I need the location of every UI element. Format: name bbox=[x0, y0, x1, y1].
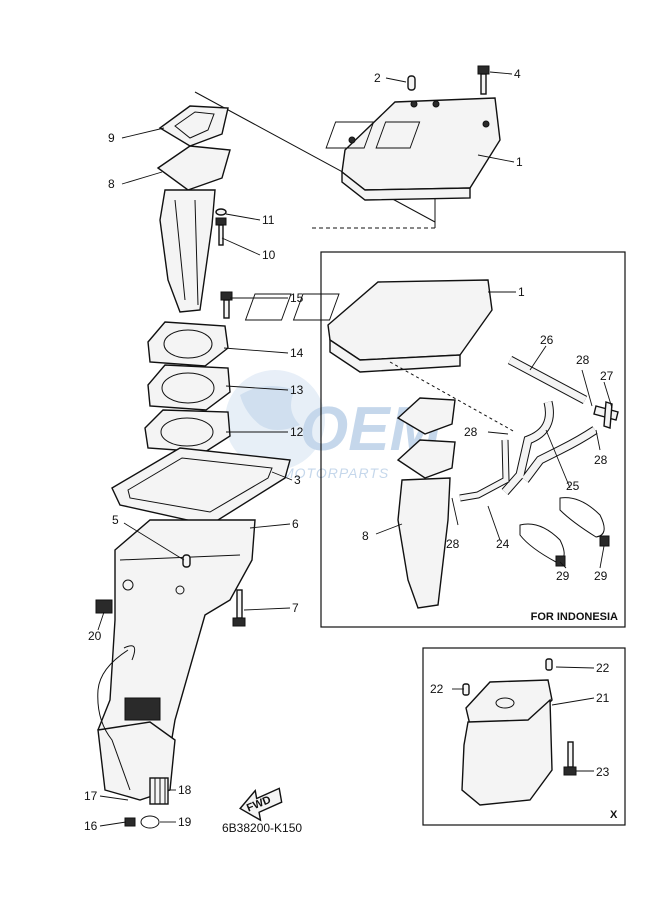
callout-15: 15 bbox=[290, 291, 304, 305]
inset-callout-29b: 29 bbox=[594, 569, 608, 583]
inset-callout-29a: 29 bbox=[556, 569, 570, 583]
leader-lines bbox=[97, 71, 613, 827]
switch-20 bbox=[95, 599, 113, 614]
callout-16: 16 bbox=[84, 819, 98, 833]
bolt-16 bbox=[124, 817, 136, 827]
inset-callout-8: 8 bbox=[362, 529, 369, 543]
inset-callout-27: 27 bbox=[600, 369, 614, 383]
inset-callout-1: 1 bbox=[518, 285, 525, 299]
callout-9: 9 bbox=[108, 131, 115, 145]
inset-callout-28d: 28 bbox=[446, 537, 460, 551]
callout-17: 17 bbox=[84, 789, 98, 803]
callout-12: 12 bbox=[290, 425, 304, 439]
callout-1: 1 bbox=[516, 155, 523, 169]
callout-5: 5 bbox=[112, 513, 119, 527]
upper-casing-top bbox=[325, 97, 501, 201]
inset-x-pin-22a bbox=[545, 658, 553, 671]
inset-callout-26: 26 bbox=[540, 333, 554, 347]
callout-3: 3 bbox=[294, 473, 301, 487]
part-code: 6B38200-K150 bbox=[222, 821, 302, 835]
inset-callout-28a: 28 bbox=[576, 353, 590, 367]
callout-20: 20 bbox=[88, 629, 102, 643]
inset-callout-28c: 28 bbox=[594, 453, 608, 467]
callout-labels: 2 4 1 9 8 11 10 15 14 13 12 3 5 6 7 20 1… bbox=[84, 67, 523, 833]
inset-x-caption: X bbox=[610, 809, 618, 821]
inset-x-pin-22b bbox=[462, 683, 470, 696]
inset-indonesia-caption: FOR INDONESIA bbox=[531, 611, 618, 623]
svg-text:MOTORPARTS: MOTORPARTS bbox=[282, 465, 389, 481]
bolt-7 bbox=[232, 589, 246, 627]
inset-hose-24 bbox=[459, 439, 510, 502]
inset-callout-24: 24 bbox=[496, 537, 510, 551]
grommet-18 bbox=[149, 777, 169, 805]
inset-callout-25: 25 bbox=[566, 479, 580, 493]
inset-exhaust-guide-8 bbox=[396, 397, 456, 609]
gasket-3 bbox=[111, 447, 291, 526]
bolt-part bbox=[477, 65, 490, 95]
inset-callout-28b: 28 bbox=[464, 425, 478, 439]
inset-indonesia: FOR INDONESIA bbox=[244, 251, 626, 628]
upper-casing-6 bbox=[97, 519, 256, 801]
inset-x-callout-22b: 22 bbox=[430, 682, 444, 696]
clip-19 bbox=[140, 815, 160, 829]
callout-4: 4 bbox=[514, 67, 521, 81]
inset-tee-27 bbox=[593, 401, 619, 429]
inset-clamps-29 bbox=[519, 497, 610, 567]
callout-8: 8 bbox=[108, 177, 115, 191]
washer-11 bbox=[215, 208, 227, 216]
callout-18: 18 bbox=[178, 783, 192, 797]
bolt-15 bbox=[220, 291, 233, 319]
exhaust-guide-8 bbox=[156, 145, 231, 313]
inset-x-callout-21: 21 bbox=[596, 691, 610, 705]
pin-5 bbox=[182, 554, 191, 568]
wire-harness bbox=[97, 645, 136, 791]
alignment-lines bbox=[194, 91, 436, 229]
callout-11: 11 bbox=[262, 213, 275, 227]
inset-hose-26 bbox=[507, 356, 588, 404]
inset-hose-25 bbox=[501, 400, 598, 495]
plate-13 bbox=[147, 364, 231, 411]
plate-12 bbox=[144, 409, 231, 453]
inset-casing-1 bbox=[244, 279, 493, 373]
inset-x: X bbox=[422, 647, 626, 826]
callout-10: 10 bbox=[262, 248, 276, 262]
pin-part bbox=[407, 75, 416, 91]
inset-x-callout-labels: 22 22 21 23 bbox=[430, 661, 610, 779]
callout-14: 14 bbox=[290, 346, 304, 360]
callout-6: 6 bbox=[292, 517, 299, 531]
inset-x-bolt-23 bbox=[563, 741, 577, 776]
callout-13: 13 bbox=[290, 383, 304, 397]
plate-14 bbox=[147, 321, 229, 367]
callout-7: 7 bbox=[292, 601, 299, 615]
inset-x-callout-22a: 22 bbox=[596, 661, 610, 675]
bolt-10 bbox=[215, 217, 227, 246]
callout-2: 2 bbox=[374, 71, 381, 85]
inset-x-callout-23: 23 bbox=[596, 765, 610, 779]
gasket-9 bbox=[158, 105, 229, 147]
inset-x-guide-21 bbox=[461, 679, 553, 806]
fwd-arrow: FWD bbox=[239, 787, 283, 822]
callout-19: 19 bbox=[178, 815, 192, 829]
inset-callout-labels: 1 26 28 27 28 28 25 28 8 24 29 29 bbox=[362, 285, 614, 583]
